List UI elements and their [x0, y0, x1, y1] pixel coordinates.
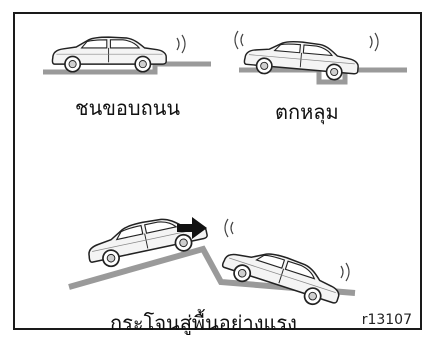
figure-code: r13107 [361, 312, 412, 328]
pothole-impact-lines [369, 32, 379, 52]
landing-car [218, 238, 346, 313]
curb-road [43, 61, 211, 75]
curb-impact-lines [176, 34, 186, 54]
landing-rear-lines [224, 218, 234, 238]
illustration-canvas [43, 30, 407, 313]
curb-scene [43, 34, 211, 75]
arrow-right-icon [177, 217, 207, 239]
jump-scene [68, 208, 356, 313]
pothole-rear-lines [234, 30, 244, 50]
curb-car [51, 36, 168, 73]
caption-jump: กระโจนสู่พื้นอย่างแรง [110, 311, 297, 335]
caption-curb: ชนขอบถนน [75, 96, 181, 120]
pothole-car [242, 36, 361, 83]
landing-impact-lines [340, 262, 350, 282]
illustration-frame: ชนขอบถนน ตกหลุม กระโจนสู่พื้นอย่างแรง r1… [13, 12, 422, 335]
ramp-car [83, 208, 211, 272]
pothole-scene [234, 30, 407, 85]
caption-pothole: ตกหลุม [275, 100, 339, 124]
